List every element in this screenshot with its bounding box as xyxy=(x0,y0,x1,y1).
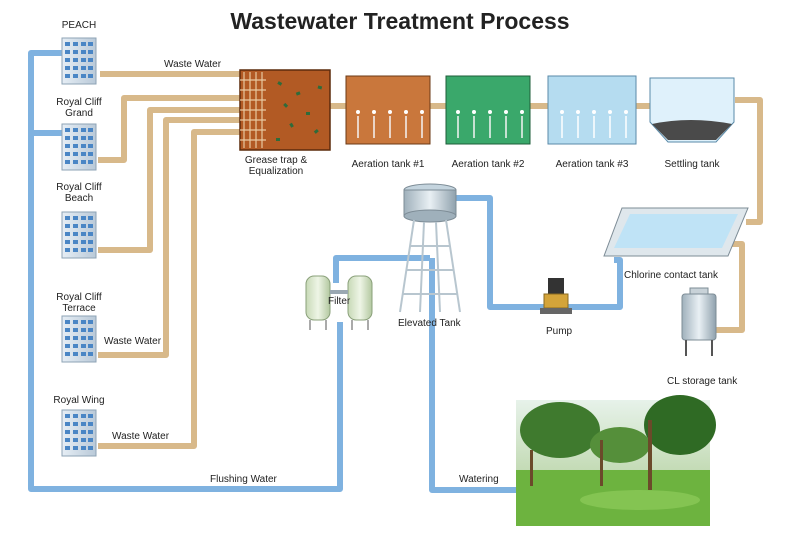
grease-trap-tank xyxy=(239,69,331,151)
aeration-tank-1-label: Aeration tank #1 xyxy=(351,159,425,170)
pump-label: Pump xyxy=(546,326,573,337)
building-royal-cliff-beach xyxy=(61,211,97,259)
pipe-settling-to-chlorine xyxy=(735,97,763,225)
building-label-peach: PEACH xyxy=(61,20,97,31)
pipe-chlorine-to-pump xyxy=(452,195,623,310)
pipe-flushing-main xyxy=(28,50,343,492)
pipe-chlorine-to-storage xyxy=(716,241,745,333)
page-title: Wastewater Treatment Process xyxy=(230,8,570,34)
chlorine-contact-tank-label: Chlorine contact tank xyxy=(624,270,718,281)
pipe-grand xyxy=(98,95,240,163)
filter-label: Filter xyxy=(328,296,351,307)
chlorine-contact-tank xyxy=(603,207,749,257)
aeration-tank-3-label: Aeration tank #3 xyxy=(555,159,629,170)
waste-water-pipes xyxy=(98,71,763,449)
settling-tank-label: Settling tank xyxy=(664,159,720,170)
garden-photo xyxy=(516,395,716,526)
aeration-tank-2-label: Aeration tank #2 xyxy=(451,159,525,170)
building-label-royal-wing: Royal Wing xyxy=(53,395,105,406)
building-royal-cliff-terrace xyxy=(61,315,97,363)
filter xyxy=(305,275,373,330)
elevated-tank xyxy=(399,183,461,313)
pipe-wing xyxy=(98,129,240,449)
pipe-tank-to-filter xyxy=(333,255,430,283)
building-royal-wing xyxy=(61,409,97,457)
grease-trap-label: Grease trap &Equalization xyxy=(244,155,308,177)
waste-water-label-top: Waste Water xyxy=(164,59,222,70)
pipe-terrace xyxy=(98,117,240,358)
building-peach xyxy=(61,37,97,85)
cl-storage-tank xyxy=(681,287,717,356)
pipe-beach xyxy=(98,107,240,253)
aeration-tank-2 xyxy=(445,75,531,145)
building-royal-cliff-grand xyxy=(61,123,97,171)
pipe-watering xyxy=(429,258,516,493)
settling-tank xyxy=(649,77,735,143)
cl-storage-tank-label: CL storage tank xyxy=(667,376,738,387)
watering-label: Watering xyxy=(459,474,499,485)
waste-water-label-wing: Waste Water xyxy=(112,431,170,442)
aeration-tank-3 xyxy=(547,75,637,145)
aeration-tank-1 xyxy=(345,75,431,145)
elevated-tank-label: Elevated Tank xyxy=(398,318,461,329)
waste-water-label-terrace: Waste Water xyxy=(104,336,162,347)
pump xyxy=(540,278,572,314)
flushing-water-label: Flushing Water xyxy=(210,474,277,485)
